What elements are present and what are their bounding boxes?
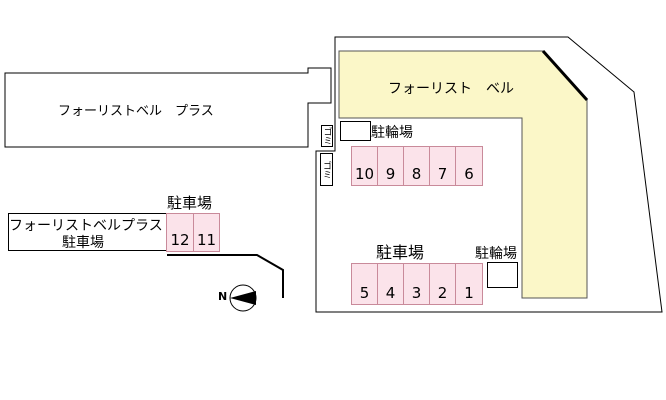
building-main-label: フォーリスト ベル xyxy=(388,81,514,97)
parking-space: 7 xyxy=(429,146,456,186)
parking-space: 3 xyxy=(403,263,430,305)
parking-space: 9 xyxy=(377,146,404,186)
building-main-wall xyxy=(541,49,589,102)
bike-parking-label: 駐輪場 xyxy=(475,246,517,262)
parking-label-left: 駐車場 xyxy=(167,194,213,212)
bike-parking-box xyxy=(487,262,518,288)
parking-space: 8 xyxy=(403,146,430,186)
compass-north-label: N xyxy=(218,290,228,303)
building-plus-label: フォーリストベル プラス xyxy=(58,104,214,119)
site-boundary xyxy=(315,36,663,313)
bike-parking-label: 駐輪場 xyxy=(371,125,413,141)
parking-space: 11 xyxy=(193,213,220,252)
parking-space: 1 xyxy=(455,263,483,305)
parking-space: 6 xyxy=(455,146,483,186)
compass-arrow-icon xyxy=(230,291,256,305)
plus-parking-box xyxy=(8,213,167,251)
building-plus-shape xyxy=(4,67,332,148)
plus-parking-label-line1: フォーリストベルプラス xyxy=(9,218,163,234)
plus-parking-label-line2: 駐車場 xyxy=(62,235,104,251)
parking-space: 5 xyxy=(351,263,378,305)
garbage-box: ゴミ xyxy=(320,153,333,186)
parking-space: 2 xyxy=(429,263,456,305)
parking-space: 10 xyxy=(351,146,378,186)
parking-label: 駐車場 xyxy=(376,243,425,262)
parking-space: 4 xyxy=(377,263,404,305)
road-edge xyxy=(167,254,284,298)
garbage-box: ゴミ xyxy=(321,125,333,147)
bike-parking-box xyxy=(340,121,371,141)
parking-space: 12 xyxy=(166,213,194,252)
